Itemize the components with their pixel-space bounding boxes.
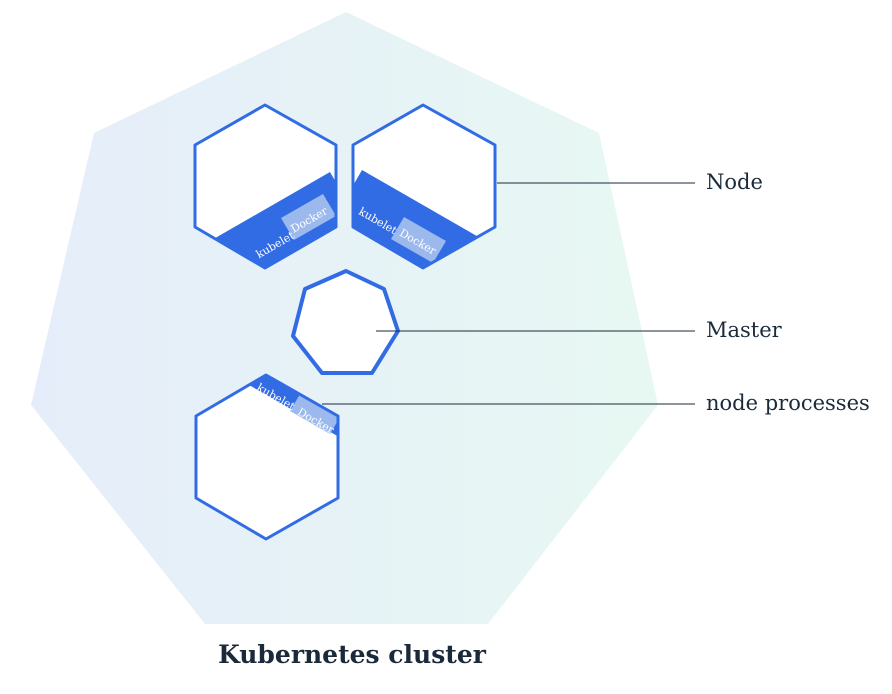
master-label: Master — [706, 318, 783, 342]
cluster-caption: Kubernetes cluster — [218, 640, 487, 669]
master — [291, 269, 400, 375]
node-processes-label: node processes — [706, 391, 870, 415]
node-1-docker-badge — [281, 194, 336, 240]
node-label: Node — [706, 170, 763, 194]
node-2-docker-badge — [391, 217, 446, 263]
node-3-docker-badge — [290, 389, 338, 434]
